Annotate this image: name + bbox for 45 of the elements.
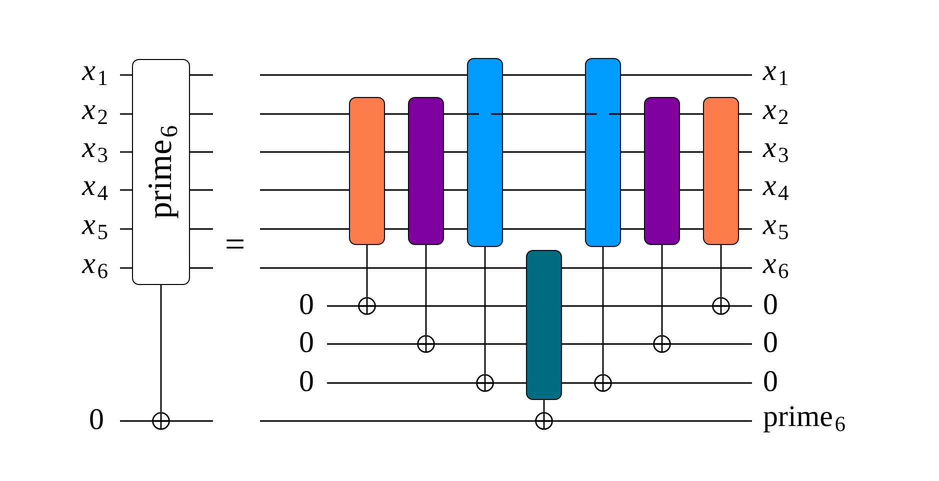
wire-label: x$_{4}$	[763, 171, 789, 201]
circled-plus-icon	[653, 335, 671, 353]
wire-label: x$_{3}$	[763, 133, 789, 163]
wire-label: x$_{5}$	[763, 210, 789, 240]
gate-box	[703, 97, 739, 245]
wire-label: x$_{6}$	[82, 249, 108, 279]
wire-label: x$_{1}$	[763, 56, 789, 86]
gate-box	[408, 97, 444, 245]
circled-plus-icon	[712, 297, 730, 315]
control-line	[484, 247, 486, 374]
control-line	[366, 245, 368, 297]
wire-label: x$_{5}$	[82, 210, 108, 240]
control-line	[661, 245, 663, 335]
circled-plus-icon	[476, 374, 494, 392]
gate-box	[132, 59, 190, 285]
gate-box	[467, 58, 503, 247]
wire-label: x$_{1}$	[82, 56, 108, 86]
control-line	[720, 245, 722, 297]
gate-box	[349, 97, 385, 245]
circled-plus-icon	[594, 374, 612, 392]
wire-label: prime$_{6}$	[763, 402, 846, 432]
wire-label: x$_{3}$	[82, 133, 108, 163]
wire-label: x$_{2}$	[82, 95, 108, 125]
gate-box	[526, 250, 562, 400]
wire-label: 0	[763, 328, 778, 358]
circled-plus-icon	[417, 335, 435, 353]
circled-plus-icon	[358, 297, 376, 315]
gate-box	[585, 58, 621, 247]
wire-label: x$_{2}$	[763, 95, 789, 125]
circled-plus-icon	[152, 412, 170, 430]
wire-label: 0	[299, 367, 314, 397]
control-line	[160, 285, 162, 412]
wire-label: 0	[89, 405, 104, 435]
wire-label: 0	[763, 290, 778, 320]
control-line	[602, 247, 604, 374]
wire-label: x$_{6}$	[763, 249, 789, 279]
control-line	[543, 400, 545, 412]
gate-box	[644, 97, 680, 245]
wire-label: x$_{4}$	[82, 171, 108, 201]
wire-label: 0	[299, 290, 314, 320]
circled-plus-icon	[535, 412, 553, 430]
equals-sign: =	[224, 226, 246, 262]
wire-label: 0	[763, 367, 778, 397]
control-line	[425, 245, 427, 335]
wire-label: 0	[299, 328, 314, 358]
